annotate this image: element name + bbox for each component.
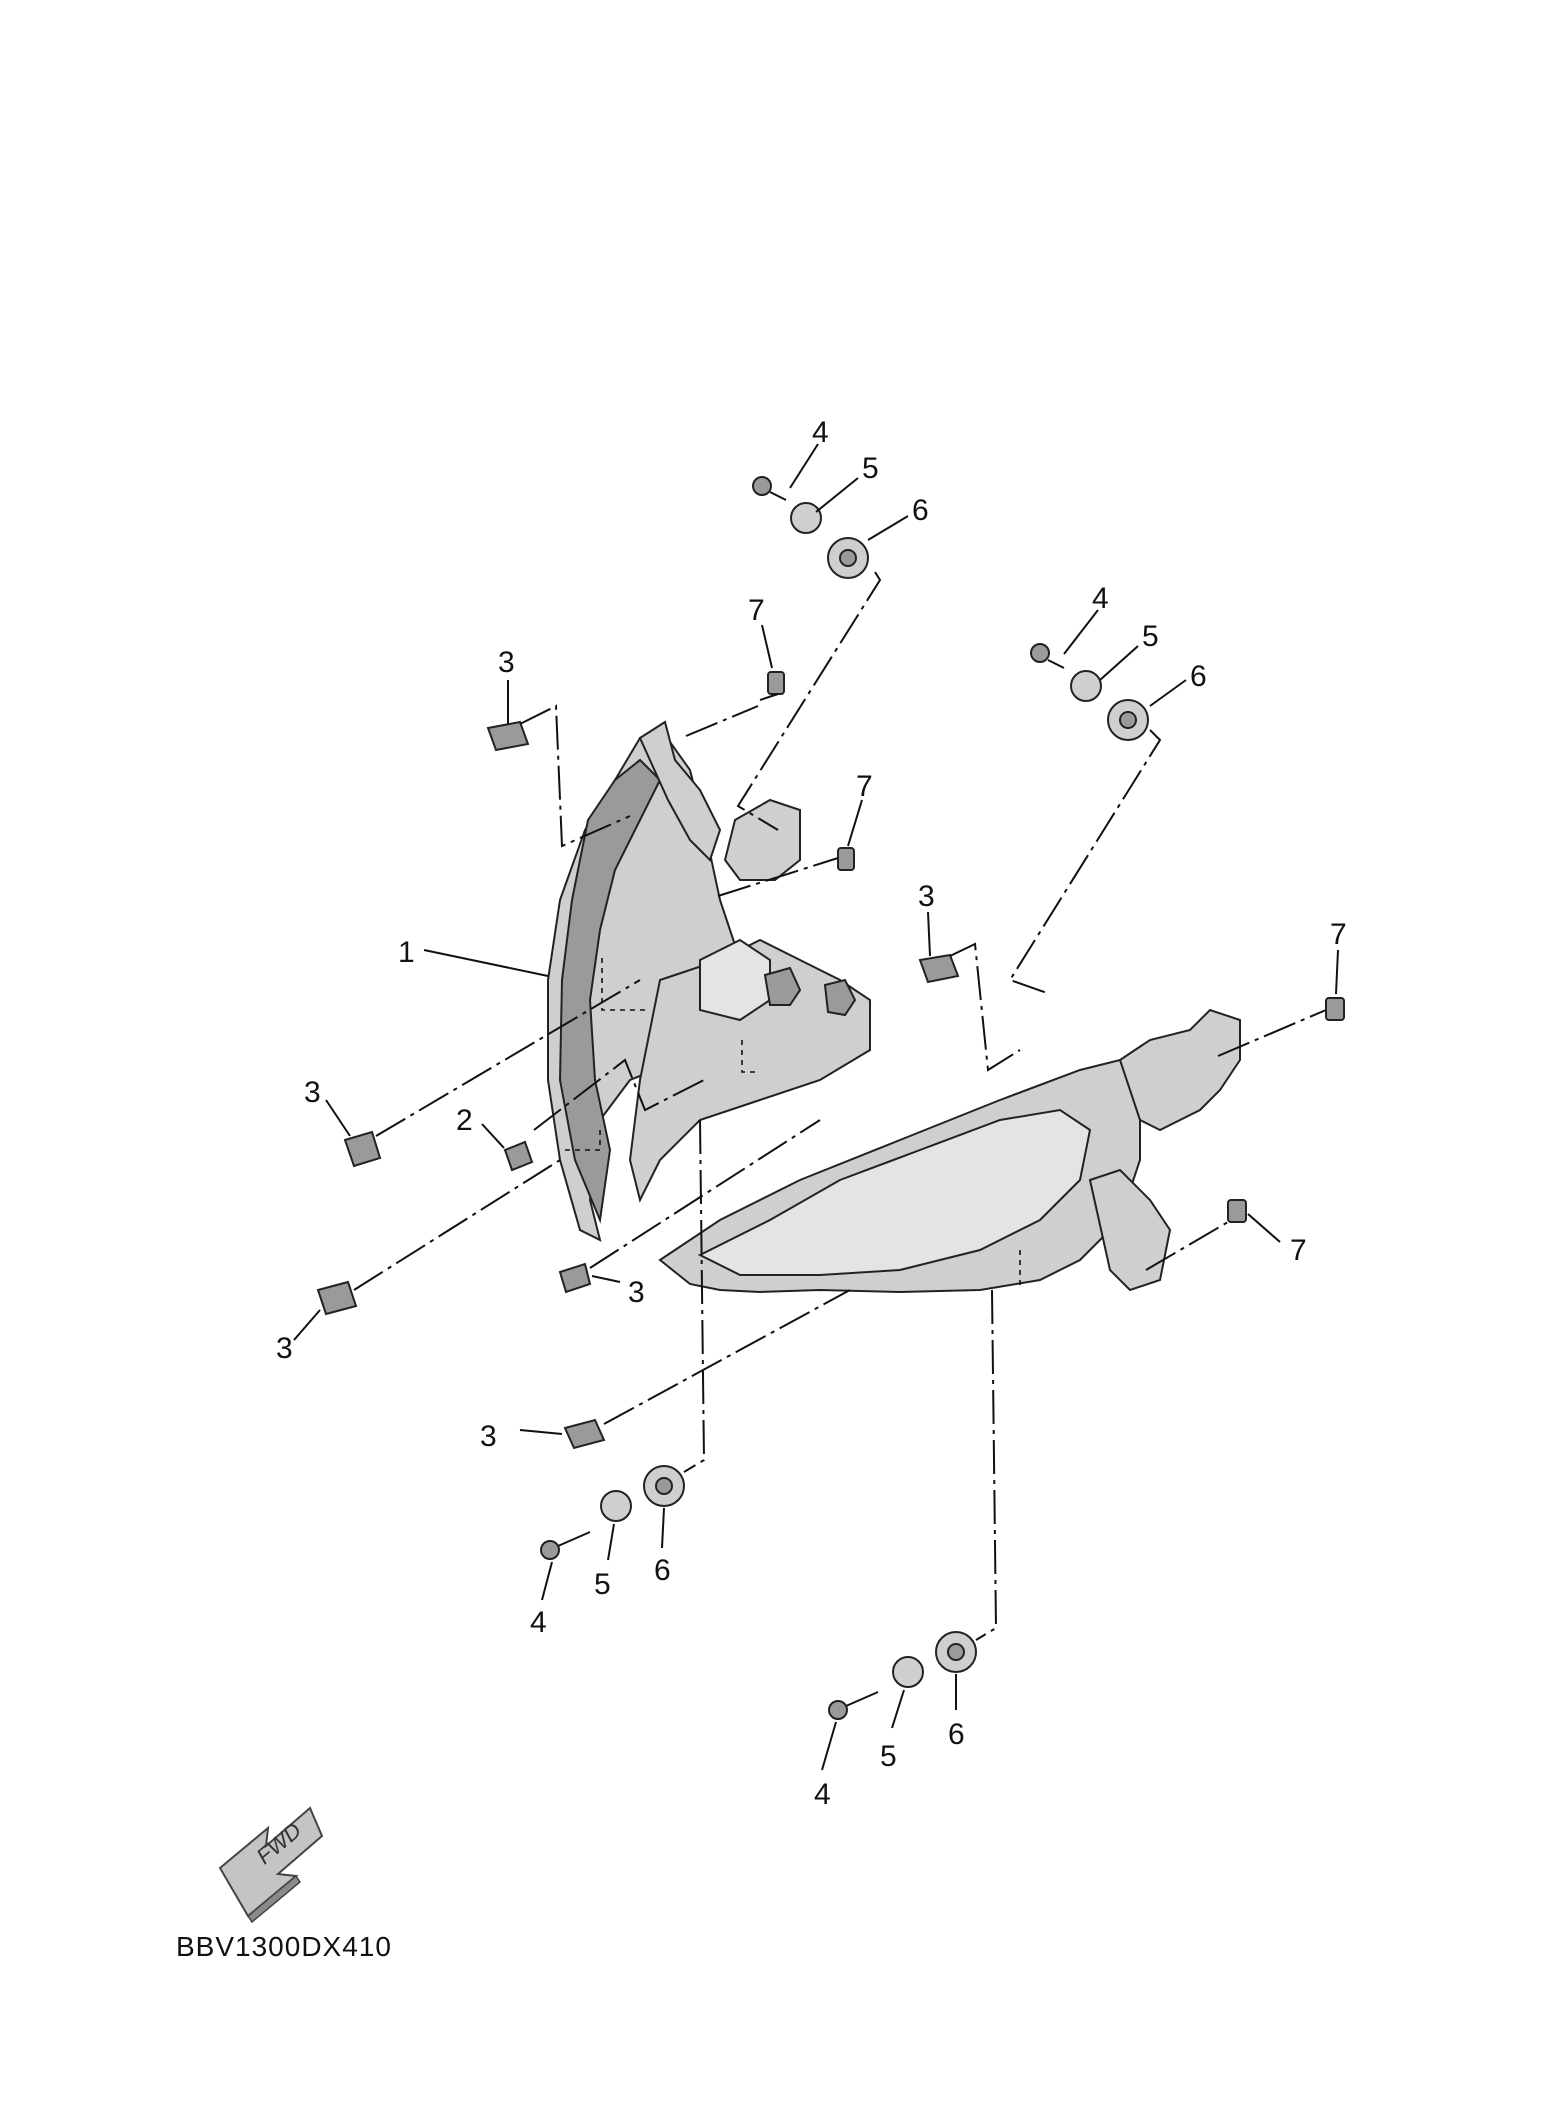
callout-4-top-right: 4 (1092, 582, 1109, 615)
callout-3-top-left: 3 (498, 646, 515, 679)
grommet-6-bottom-left (643, 1465, 685, 1507)
clip-3-center (558, 1262, 592, 1294)
bolt-4-bottom-left (540, 1531, 591, 1560)
callout-6-top-left: 6 (912, 494, 929, 527)
callout-7-top: 7 (748, 594, 765, 627)
clip-3-top-left (486, 720, 530, 752)
clip-3-left (343, 1130, 382, 1168)
clip-3-top-right (918, 953, 960, 984)
washer-5-top-right (1070, 670, 1102, 702)
grommet-6-top-left (827, 537, 869, 579)
screw-7-middle (837, 847, 855, 871)
bolt-4-top-right (1030, 643, 1065, 669)
callout-3-lower-left: 3 (276, 1332, 293, 1365)
callout-7-lower-right: 7 (1290, 1234, 1307, 1267)
screw-7-lower-right (1227, 1199, 1247, 1223)
fwd-arrow-icon: FWD (218, 1806, 324, 1924)
clip-3-bottom (563, 1418, 606, 1450)
callout-2: 2 (456, 1104, 473, 1137)
callout-3-top-right: 3 (918, 880, 935, 913)
washer-5-top-left (790, 502, 822, 534)
screw-7-top (759, 671, 785, 701)
callout-5-top-right: 5 (1142, 620, 1159, 653)
callout-5-bottom-left: 5 (594, 1568, 611, 1601)
nut-2 (503, 1140, 534, 1172)
callout-4-top-left: 4 (812, 416, 829, 449)
bolt-4-top-left (752, 476, 787, 501)
clip-3-lower-left (316, 1280, 358, 1316)
grommet-6-top-right (1107, 699, 1149, 741)
callout-3-left: 3 (304, 1076, 321, 1109)
callout-4-bottom-left: 4 (530, 1606, 547, 1639)
washer-5-bottom-left (600, 1490, 632, 1522)
callout-6-bottom-left: 6 (654, 1554, 671, 1587)
callout-3-bottom: 3 (480, 1420, 497, 1453)
screw-7-right (1325, 997, 1345, 1021)
headlight-assembly (547, 720, 1241, 1294)
callout-3-center: 3 (628, 1276, 645, 1309)
grommet-6-bottom-right (935, 1631, 977, 1673)
callout-7-middle: 7 (856, 770, 873, 803)
callout-6-bottom-right: 6 (948, 1718, 965, 1751)
callout-5-top-left: 5 (862, 452, 879, 485)
washer-5-bottom-right (892, 1656, 924, 1688)
leader-lines (293, 443, 1339, 1771)
callouts: 4 5 6 7 3 4 5 6 7 3 7 1 3 2 7 3 3 3 6 5 … (276, 416, 1347, 1811)
callout-7-right: 7 (1330, 918, 1347, 951)
callout-5-bottom-right: 5 (880, 1740, 897, 1773)
callout-1: 1 (398, 936, 415, 969)
callout-6-top-right: 6 (1190, 660, 1207, 693)
bolt-4-bottom-right (828, 1691, 879, 1720)
diagram-code: BBV1300DX410 (176, 1931, 392, 1962)
callout-4-bottom-right: 4 (814, 1778, 831, 1811)
